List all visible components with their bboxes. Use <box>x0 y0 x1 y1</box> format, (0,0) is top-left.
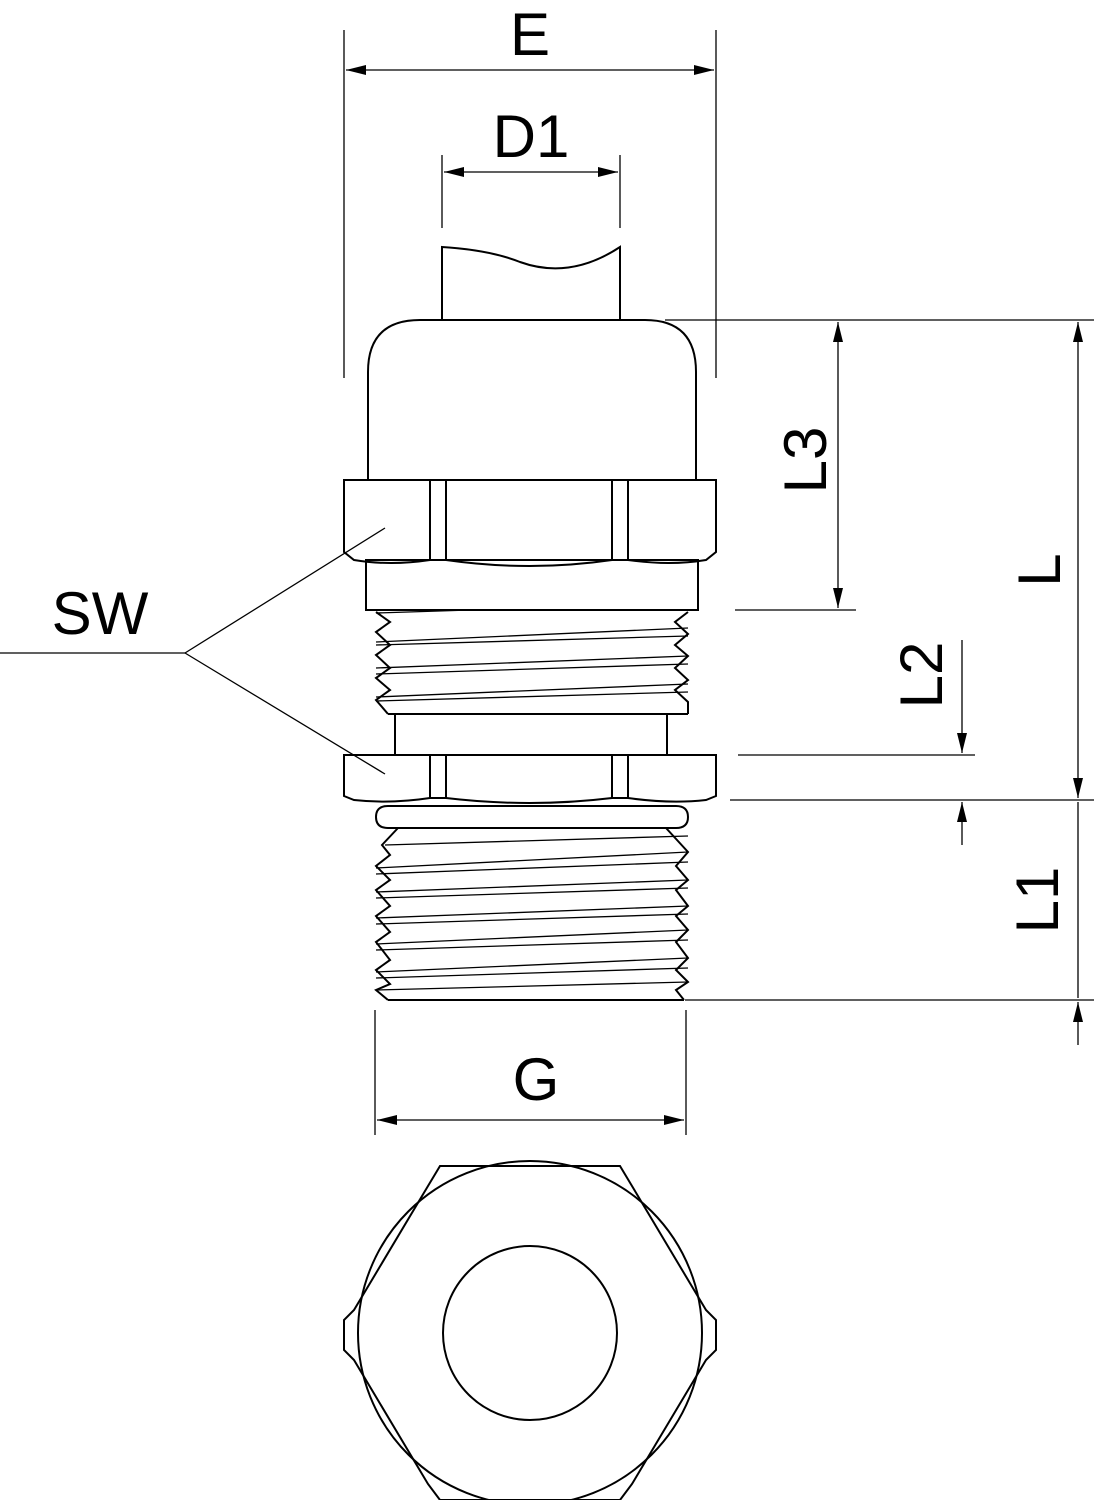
label-g: G <box>513 1046 560 1113</box>
upper-hex-nut <box>343 479 717 611</box>
label-sw: SW <box>52 580 149 647</box>
dimension-e: E <box>343 1 717 378</box>
cable <box>441 245 621 320</box>
sealing-cap <box>367 319 697 480</box>
o-ring <box>374 805 690 829</box>
lower-hex-nut <box>343 754 717 804</box>
lower-thread <box>374 827 690 1001</box>
upper-thread <box>374 609 690 715</box>
label-l2: L2 <box>888 642 955 709</box>
length-dimensions: L3 L L2 L1 <box>665 319 1094 1045</box>
dimension-d1: D1 <box>441 103 621 228</box>
label-l: L <box>1006 553 1073 586</box>
dimension-g: G <box>374 1010 687 1135</box>
sw-leader: SW <box>0 527 386 775</box>
label-l1: L1 <box>1004 867 1071 934</box>
top-view-hex <box>343 1160 717 1500</box>
neck <box>394 714 668 755</box>
label-d1: D1 <box>493 103 570 170</box>
label-e: E <box>510 1 550 68</box>
label-l3: L3 <box>772 427 839 494</box>
